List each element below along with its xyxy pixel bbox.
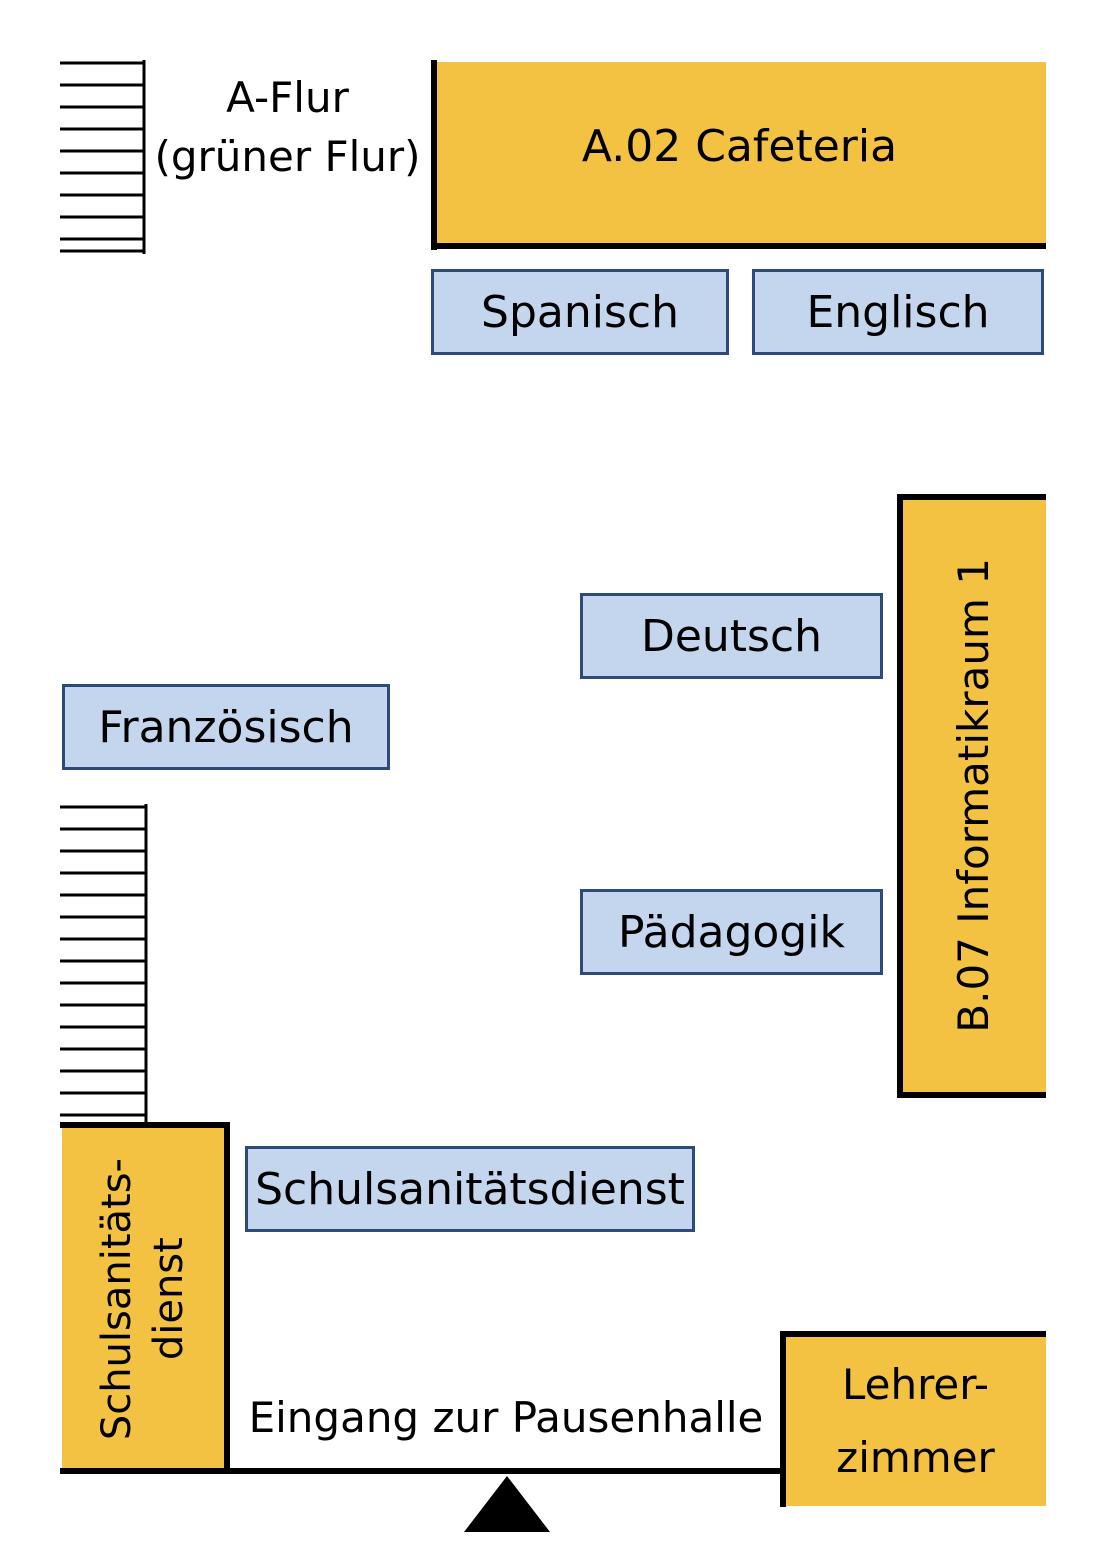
lehrer-wall-top	[780, 1331, 1046, 1337]
room-schulsanitaetsdienst-box[interactable]: Schulsanitätsdienst	[245, 1146, 695, 1232]
lehrer-wall-left	[780, 1331, 786, 1507]
room-schulsanitaetsdienst-label: Schulsanitäts- dienst	[91, 1158, 195, 1440]
room-sani-line2: dienst	[146, 1237, 192, 1361]
room-informatik-label: B.07 Informatikraum 1	[948, 557, 998, 1033]
corridor-label-line1: A-Flur	[226, 73, 349, 122]
corridor-label: A-Flur (grüner Flur)	[150, 72, 425, 183]
room-informatik[interactable]: B.07 Informatikraum 1	[900, 497, 1046, 1093]
room-paedagogik[interactable]: Pädagogik	[580, 889, 883, 975]
room-schulsanitaetsdienst[interactable]: Schulsanitäts- dienst	[62, 1127, 224, 1471]
informatik-wall-top	[897, 494, 1046, 500]
room-englisch[interactable]: Englisch	[752, 269, 1044, 355]
room-spanisch-label: Spanisch	[481, 286, 679, 338]
entrance-triangle-icon	[464, 1476, 550, 1532]
room-spanisch[interactable]: Spanisch	[431, 269, 729, 355]
room-franzoesisch-label: Französisch	[98, 701, 354, 753]
floor-line	[60, 1468, 786, 1474]
room-lehrerzimmer-label: Lehrer- zimmer	[836, 1348, 995, 1495]
entrance-label: Eingang zur Pausenhalle	[248, 1393, 764, 1442]
cafeteria-wall-bottom	[431, 243, 1046, 249]
room-cafeteria[interactable]: A.02 Cafeteria	[433, 62, 1046, 246]
room-cafeteria-label: A.02 Cafeteria	[581, 120, 898, 172]
corridor-label-line2: (grüner Flur)	[154, 131, 421, 181]
room-deutsch[interactable]: Deutsch	[580, 593, 883, 679]
informatik-wall-left	[897, 494, 903, 1098]
stairs-icon	[60, 804, 148, 1124]
room-englisch-label: Englisch	[806, 286, 990, 338]
room-sani-box-label: Schulsanitätsdienst	[255, 1163, 685, 1215]
informatik-wall-bottom	[897, 1092, 1046, 1098]
room-franzoesisch[interactable]: Französisch	[62, 684, 390, 770]
room-sani-line1: Schulsanitäts-	[94, 1157, 140, 1441]
room-lehrer-line1: Lehrer-	[841, 1359, 990, 1409]
cafeteria-wall-left	[431, 60, 437, 250]
room-lehrerzimmer[interactable]: Lehrer- zimmer	[785, 1336, 1046, 1506]
room-paedagogik-label: Pädagogik	[618, 906, 845, 958]
sani-wall-right	[224, 1122, 230, 1474]
sani-wall-top	[60, 1122, 230, 1128]
room-deutsch-label: Deutsch	[640, 610, 823, 662]
room-lehrer-line2: zimmer	[836, 1433, 995, 1482]
stairs-icon	[60, 60, 146, 254]
